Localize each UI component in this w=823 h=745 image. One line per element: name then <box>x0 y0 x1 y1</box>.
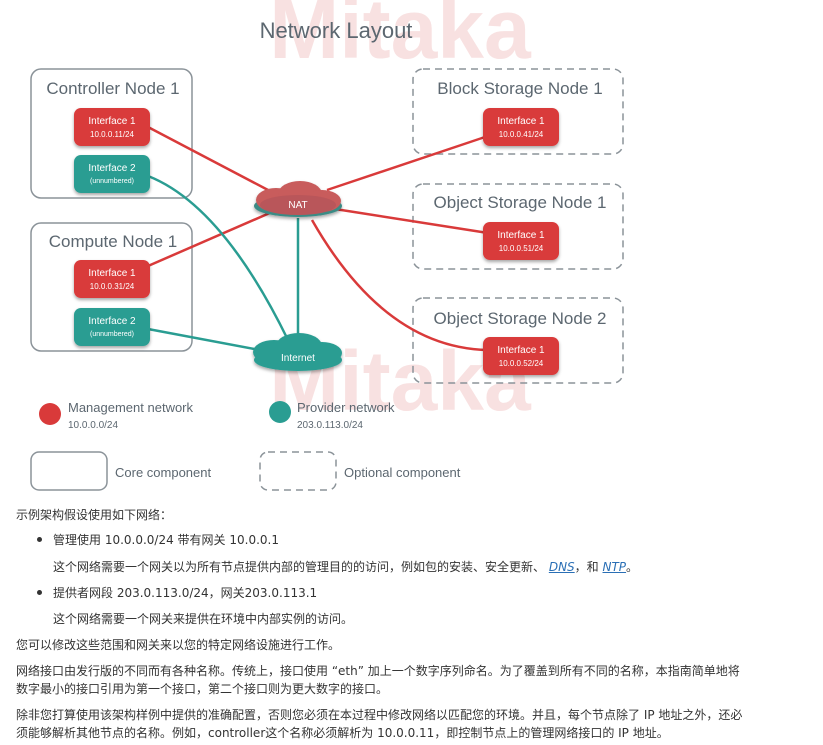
bullet-provider-desc: 这个网络需要一个网关来提供在环境中内部实例的访问。 <box>53 612 354 626</box>
provider-network-subnet: 203.0.113.0/24 <box>297 420 363 431</box>
optional-component-swatch <box>259 451 337 491</box>
management-desc-end: 。 <box>626 560 639 574</box>
block-storage-interface-1: Interface 1 10.0.0.41/24 <box>483 108 559 146</box>
dns-link[interactable]: DNS <box>548 560 575 574</box>
interface-label: Interface 2 <box>88 163 136 174</box>
bullet-management: 管理使用 10.0.0.0/24 带有网关 10.0.0.1 <box>53 533 279 547</box>
interface-address: (unnumbered) <box>90 178 134 185</box>
bullet-provider: 提供者网段 203.0.113.0/24，网关203.0.113.1 <box>53 586 318 600</box>
object-storage-2-interface-1: Interface 1 10.0.0.52/24 <box>483 337 559 375</box>
internet-label: Internet <box>281 353 315 364</box>
interface-address: 10.0.0.31/24 <box>90 282 135 291</box>
intro-paragraph: 示例架构假设使用如下网络： <box>16 508 173 522</box>
provider-network-swatch <box>269 401 291 423</box>
link-compute-nat <box>147 210 273 268</box>
nat-label: NAT <box>288 200 307 211</box>
bullet-marker <box>37 590 42 595</box>
management-network-subnet: 10.0.0.0/24 <box>68 420 118 431</box>
diagram-title: Network Layout <box>260 18 413 43</box>
interface-address: 10.0.0.51/24 <box>499 244 544 253</box>
controller-interface-2: Interface 2 (unnumbered) <box>74 155 150 193</box>
management-network-label: Management network <box>68 400 194 415</box>
interface-label: Interface 1 <box>497 230 545 241</box>
core-component-swatch <box>30 451 108 491</box>
controller-node-box <box>30 68 193 199</box>
link-controller-internet <box>147 174 290 341</box>
network-layout-diagram: Mitaka Mitaka Network Layout Controller … <box>30 0 624 491</box>
interface-address: 10.0.0.52/24 <box>499 359 544 368</box>
link-object-storage-2-nat <box>310 219 489 352</box>
compute-interface-2: Interface 2 (unnumbered) <box>74 308 150 346</box>
paragraph-interface-names-1: 网络接口由发行版的不同而有各种名称。传统上，接口使用 “eth” 加上一个数字序… <box>16 664 740 678</box>
interface-address: (unnumbered) <box>90 331 134 338</box>
link-controller-nat <box>147 125 269 192</box>
optional-component-label: Optional component <box>344 465 461 480</box>
interface-label: Interface 2 <box>88 316 136 327</box>
internet-cloud <box>253 333 342 371</box>
link-object-storage-1-nat <box>334 207 489 235</box>
object-storage-node-1-title: Object Storage Node 1 <box>434 193 607 212</box>
compute-interface-1: Interface 1 10.0.0.31/24 <box>74 260 150 298</box>
object-storage-node-2-title: Object Storage Node 2 <box>434 309 607 328</box>
watermark-top: Mitaka <box>269 0 532 76</box>
core-component-label: Core component <box>115 465 211 480</box>
management-network-swatch <box>39 403 61 425</box>
paragraph-interface-names-2: 数字最小的接口引用为第一个接口，第二个接口则为更大数字的接口。 <box>16 682 389 696</box>
interface-address: 10.0.0.41/24 <box>499 130 544 139</box>
object-storage-1-interface-1: Interface 1 10.0.0.51/24 <box>483 222 559 260</box>
interface-label: Interface 1 <box>497 345 545 356</box>
interface-address: 10.0.0.11/24 <box>90 130 134 139</box>
bullet-management-desc: 这个网络需要一个网关以为所有节点提供内部的管理目的的访问，例如包的安装、安全更新… <box>53 558 638 575</box>
interface-label: Interface 1 <box>88 116 136 127</box>
management-desc-sep: ，和 <box>574 560 603 574</box>
paragraph-name-resolution-2: 须能够解析其他节点的名称。例如，controller这个名称必须解析为 10.0… <box>16 726 669 740</box>
paragraph-name-resolution-1: 除非您打算使用该架构样例中提供的准确配置，否则您必须在本过程中修改网络以匹配您的… <box>16 708 743 722</box>
interface-label: Interface 1 <box>497 116 545 127</box>
controller-interface-1: Interface 1 10.0.0.11/24 <box>74 108 150 146</box>
controller-node-title: Controller Node 1 <box>46 79 179 98</box>
provider-network-label: Provider network <box>297 400 395 415</box>
interface-label: Interface 1 <box>88 268 136 279</box>
bullet-marker <box>37 537 42 542</box>
block-storage-node-title: Block Storage Node 1 <box>437 79 602 98</box>
management-desc-text: 这个网络需要一个网关以为所有节点提供内部的管理目的的访问，例如包的安装、安全更新… <box>53 560 549 574</box>
link-block-storage-nat <box>326 134 489 192</box>
ntp-link[interactable]: NTP <box>602 560 627 574</box>
nat-cloud <box>254 181 342 217</box>
compute-node-box <box>30 222 193 352</box>
link-compute-internet <box>147 327 266 353</box>
compute-node-title: Compute Node 1 <box>49 232 178 251</box>
paragraph-modify: 您可以修改这些范围和网关来以您的特定网络设施进行工作。 <box>16 638 341 652</box>
